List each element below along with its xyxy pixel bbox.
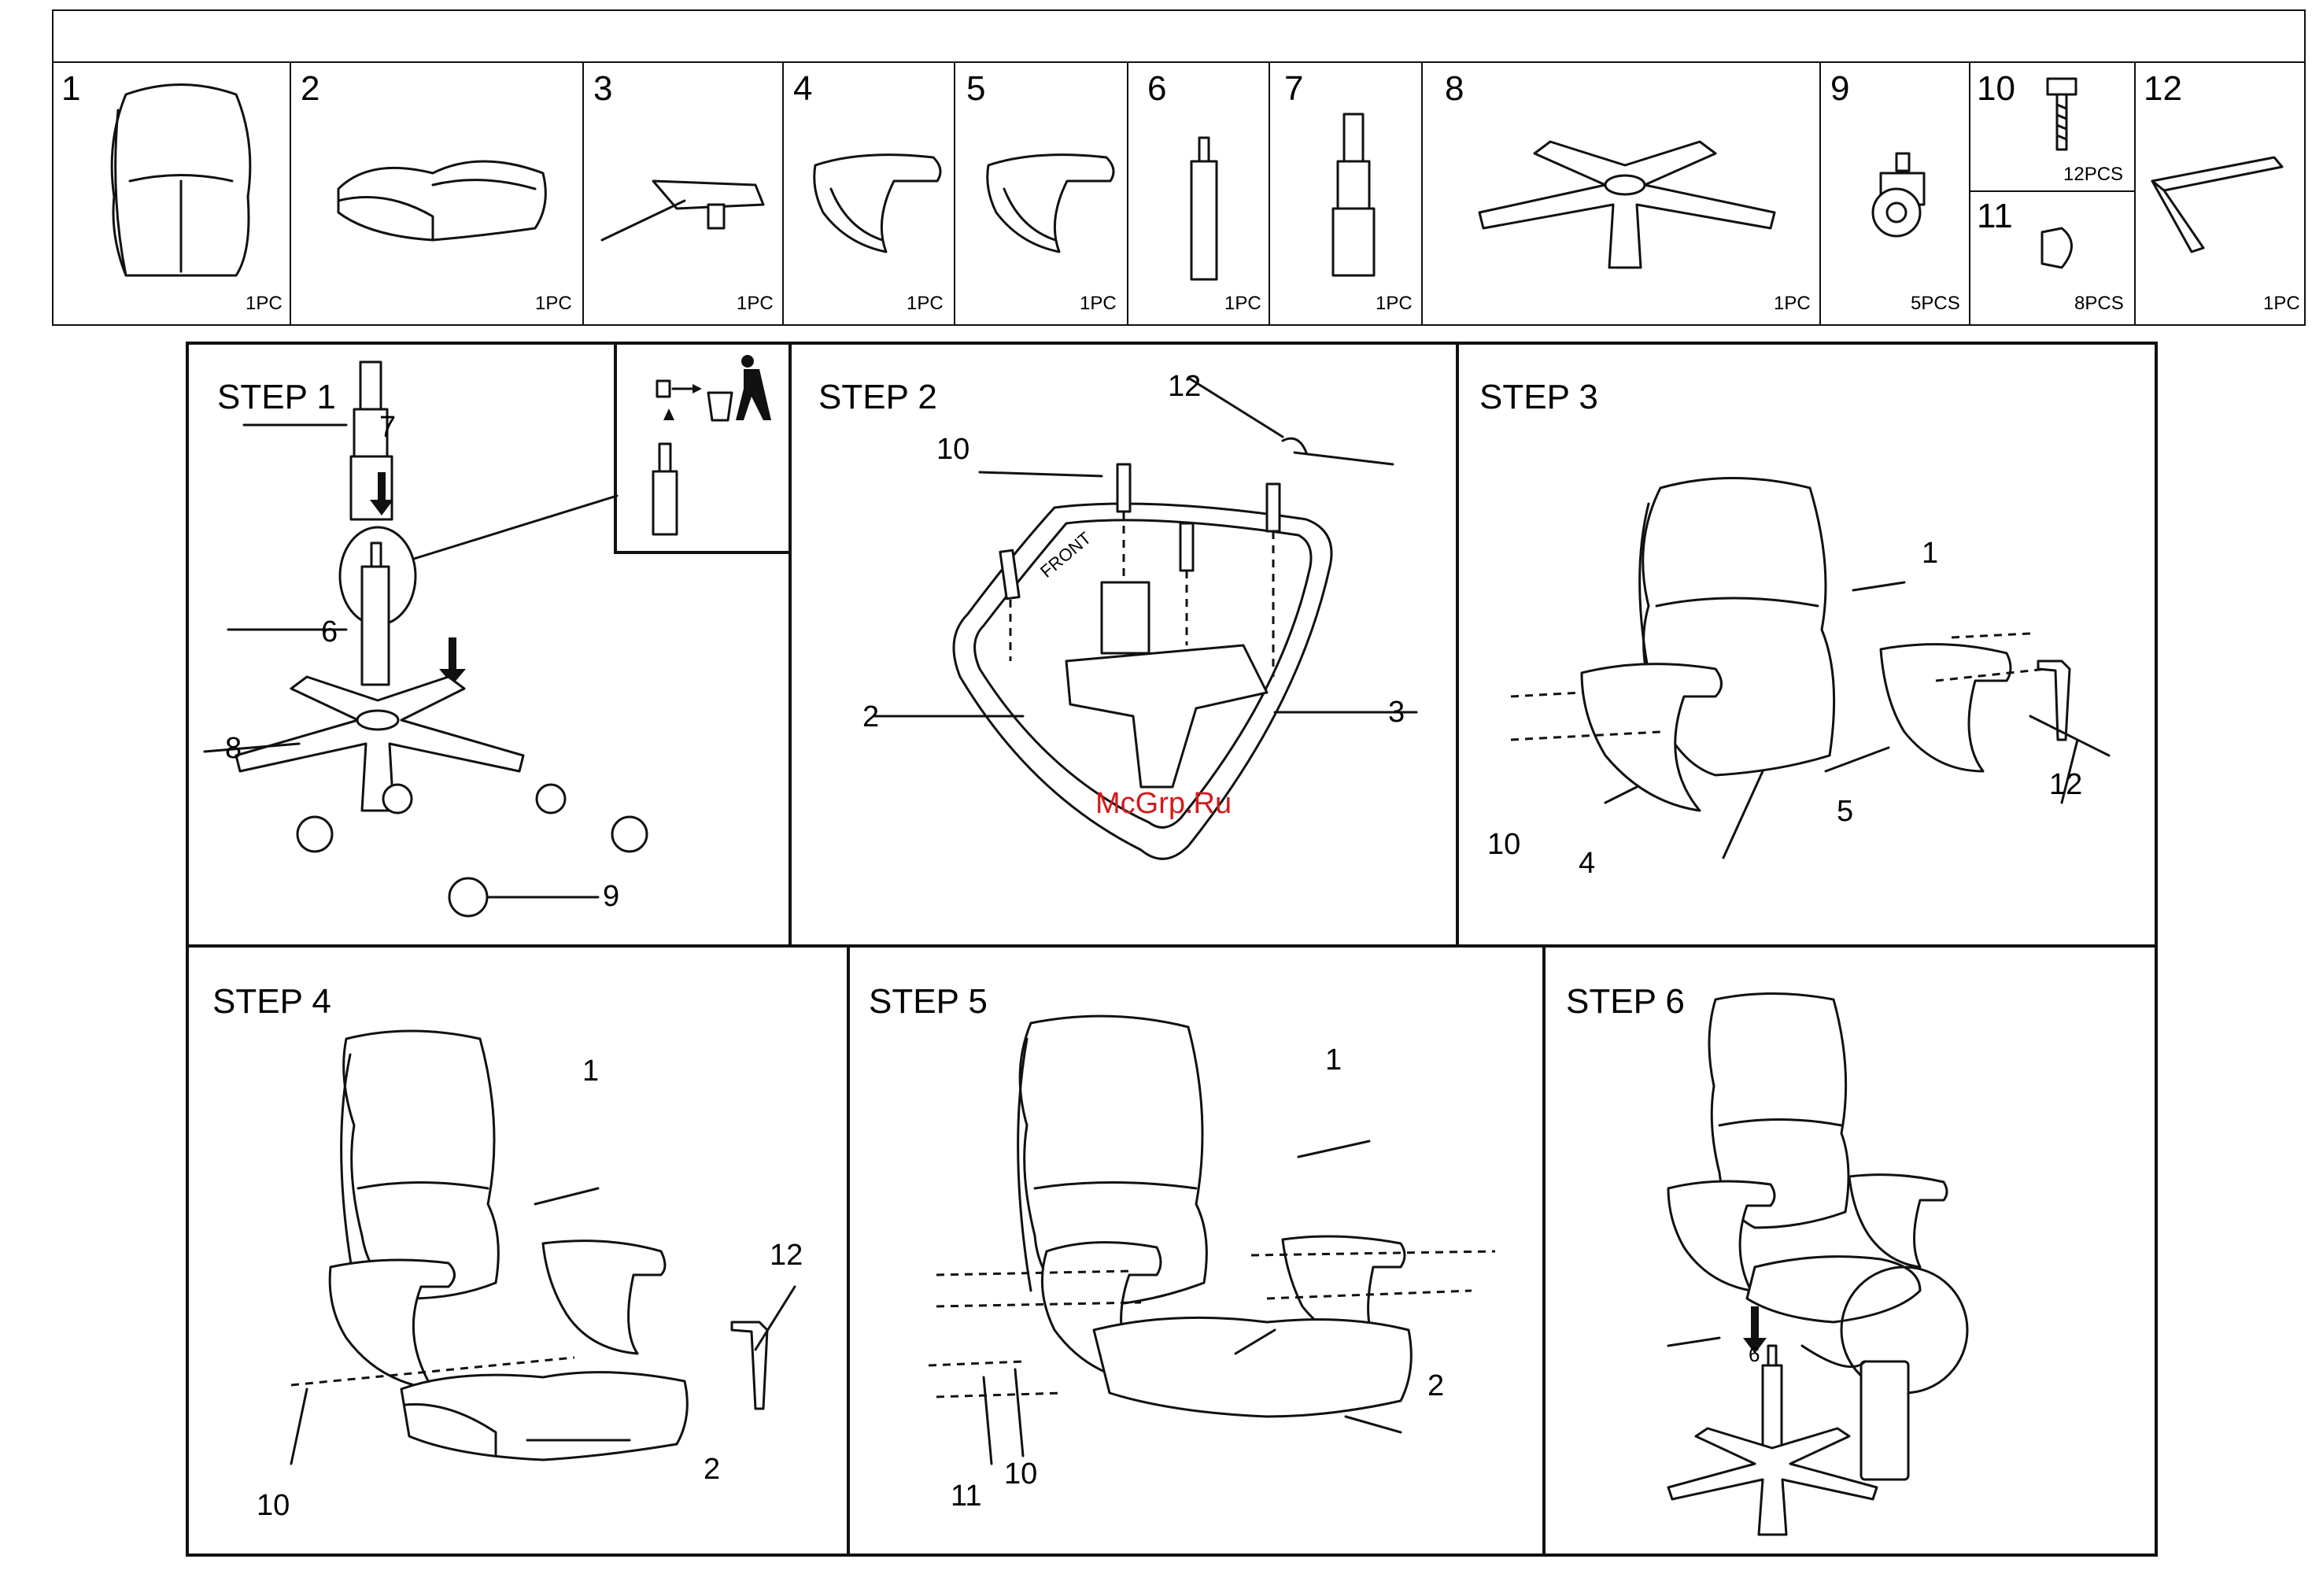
callout-label: 1	[1922, 537, 1938, 571]
callout-label: 6	[321, 615, 338, 649]
callout-label: 2	[1427, 1369, 1444, 1403]
step-3-drawing	[1464, 346, 2148, 944]
part-number: 6	[1147, 69, 1166, 109]
part-qty: 1PC	[1774, 293, 1811, 315]
tilt-mechanism-icon	[598, 165, 771, 252]
callout-label: 4	[1579, 847, 1595, 881]
part-qty: 1PC	[1376, 293, 1413, 315]
header-bar	[52, 9, 2306, 63]
part-qty: 1PC	[737, 293, 774, 315]
callout-label: 12	[1168, 370, 1201, 404]
callout-label: 10	[1487, 828, 1520, 862]
part-qty: 12PCS	[2063, 164, 2123, 186]
callout-label: 12	[770, 1239, 803, 1273]
part-qty: 1PC	[1080, 293, 1117, 315]
part-number: 1	[61, 69, 80, 109]
seat-cushion-icon	[323, 142, 559, 252]
callout-label: 12	[2049, 768, 2082, 802]
part-number: 12	[2144, 69, 2182, 109]
part-number: 4	[793, 69, 812, 109]
bolt-icon	[2038, 77, 2085, 156]
caster-icon	[1857, 150, 1944, 244]
star-base-icon	[1456, 118, 1794, 275]
right-armrest-icon	[973, 142, 1122, 260]
callout-label: 7	[379, 411, 396, 445]
part-number: 2	[301, 69, 319, 109]
cap-icon	[2030, 220, 2085, 275]
callout-label: 3	[1388, 696, 1405, 730]
part-qty: 1PC	[907, 293, 944, 315]
gas-lift-icon	[1180, 134, 1228, 283]
part-number: 7	[1284, 69, 1303, 109]
part-qty: 1PC	[246, 293, 283, 315]
step-2-drawing: FRONT	[795, 346, 1456, 944]
callout-label: 10	[936, 433, 969, 467]
part-number: 11	[1977, 197, 2013, 236]
part-qty: 1PC	[1224, 293, 1261, 315]
callout-label: 1	[1325, 1044, 1342, 1077]
part-qty: 1PC	[535, 293, 572, 315]
part-number: 9	[1830, 69, 1849, 109]
callout-label: 8	[225, 732, 242, 766]
callout-label: 1	[582, 1055, 599, 1088]
part-qty: 8PCS	[2074, 293, 2124, 315]
backrest-icon	[94, 79, 268, 283]
callout-label: 6	[1749, 1343, 1760, 1367]
part-number: 10	[1977, 69, 2015, 109]
part-qty: 1PC	[2263, 293, 2300, 315]
part-number: 5	[966, 69, 985, 109]
step-6-drawing	[1550, 952, 2156, 1550]
allen-key-icon	[2148, 150, 2298, 260]
watermark: McGrp.Ru	[1095, 787, 1232, 821]
disposal-icon	[645, 349, 779, 546]
callout-label: 9	[603, 880, 619, 914]
step-4-drawing	[197, 952, 842, 1550]
part-number: 3	[593, 69, 612, 109]
part-number: 8	[1445, 69, 1464, 109]
callout-label: 2	[862, 700, 879, 734]
callout-label: 11	[951, 1480, 981, 1513]
callout-label: 2	[704, 1453, 720, 1487]
step-5-drawing	[858, 952, 1542, 1550]
gas-lift-cover-icon	[1322, 110, 1385, 283]
callout-label: 10	[257, 1489, 290, 1523]
callout-label: 10	[1004, 1457, 1037, 1491]
part-qty: 5PCS	[1911, 293, 1960, 315]
left-armrest-icon	[800, 142, 949, 260]
callout-label: 5	[1837, 795, 1853, 829]
